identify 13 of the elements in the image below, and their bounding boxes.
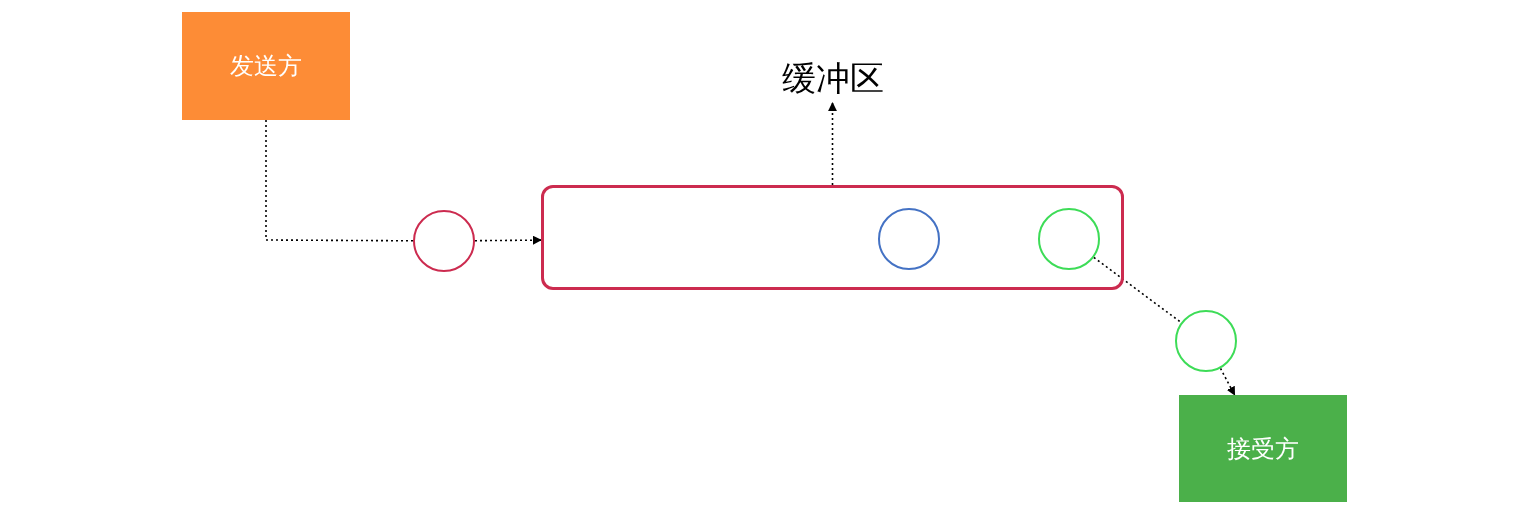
arrow [474, 235, 542, 245]
buffer-label: 缓冲区 [770, 55, 895, 103]
circle [1175, 310, 1237, 372]
connector-line [265, 119, 414, 242]
circle [878, 208, 940, 270]
circle [413, 210, 475, 272]
arrow [828, 102, 837, 186]
connector-line [1093, 256, 1182, 324]
buffer-box [541, 185, 1124, 290]
arrow [1219, 367, 1236, 396]
circle [1038, 208, 1100, 270]
sender-box: 发送方 [182, 12, 350, 120]
receiver-box: 接受方 [1179, 395, 1347, 502]
